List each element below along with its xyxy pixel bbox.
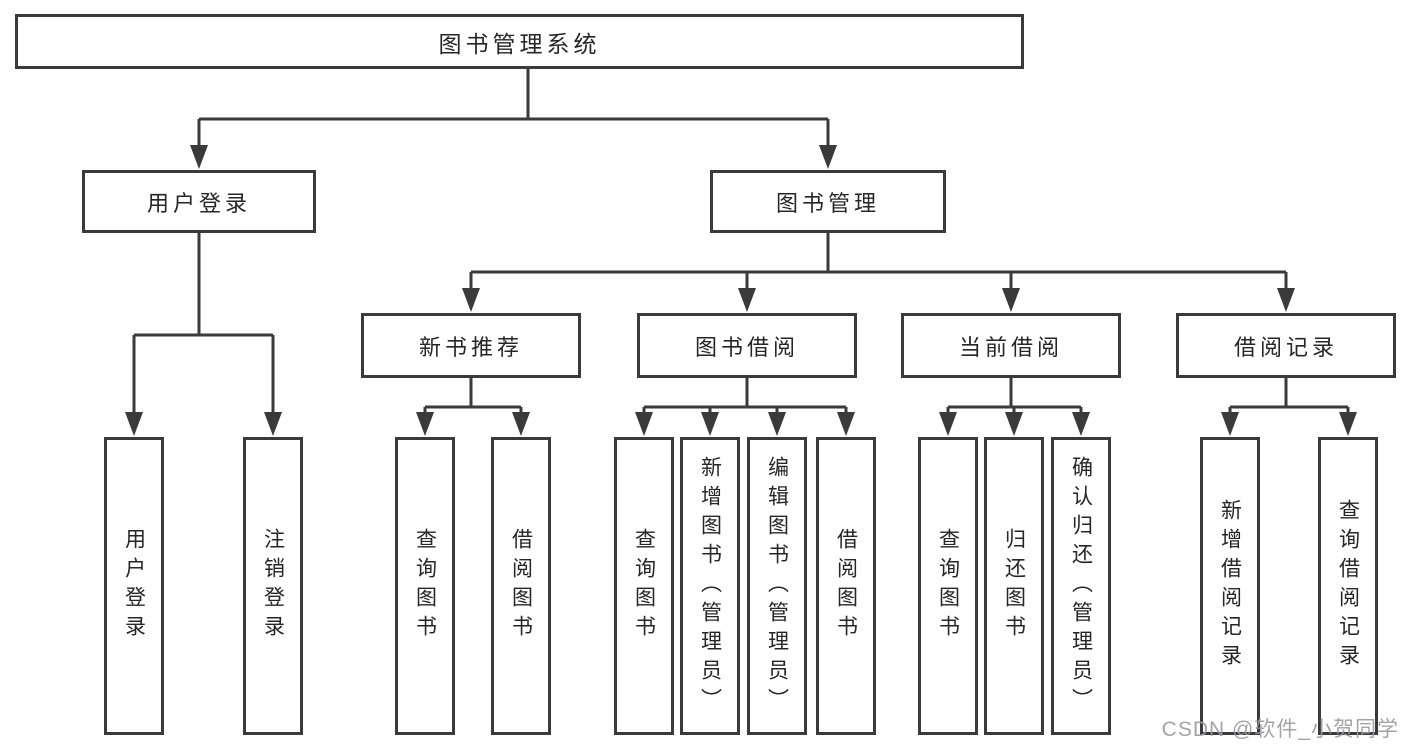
leaf-confirm-return-admin: 确认归还（管理员） [1051, 437, 1111, 735]
node-book-management-label: 图书管理 [775, 190, 880, 216]
node-book-management: 图书管理 [710, 170, 946, 233]
leaf-add-book-admin-label: 新增图书（管理员） [698, 455, 722, 717]
leaf-user-login: 用户登录 [104, 437, 164, 735]
leaf-query-borrow-record: 查询借阅记录 [1318, 437, 1378, 735]
node-user-login: 用户登录 [82, 170, 316, 233]
csdn-watermark: CSDN @软件_小贺同学 [1161, 718, 1399, 741]
leaf-query-books-borrow: 查询图书 [614, 437, 674, 735]
leaf-new-borrow-record-label: 新增借阅记录 [1218, 499, 1242, 673]
leaf-edit-book-admin: 编辑图书（管理员） [747, 437, 807, 735]
leaf-logout-login-label: 注销登录 [261, 528, 285, 644]
leaf-query-books-recommend: 查询图书 [395, 437, 455, 735]
leaf-borrow-books-recommend: 借阅图书 [491, 437, 551, 735]
leaf-logout-login: 注销登录 [243, 437, 303, 735]
leaf-add-book-admin: 新增图书（管理员） [680, 437, 740, 735]
leaf-borrow-books-recommend-label: 借阅图书 [509, 528, 533, 644]
leaf-query-books-borrow-label: 查询图书 [632, 528, 656, 644]
leaf-query-books-current: 查询图书 [918, 437, 978, 735]
node-borrowing-records: 借阅记录 [1176, 313, 1396, 378]
leaf-return-books-label: 归还图书 [1002, 528, 1026, 644]
leaf-borrow-books-borrow-label: 借阅图书 [834, 528, 858, 644]
node-library-system: 图书管理系统 [15, 14, 1024, 69]
node-borrowing-records-label: 借阅记录 [1233, 334, 1338, 360]
node-current-borrowing: 当前借阅 [901, 313, 1121, 378]
node-book-borrowing-label: 图书借阅 [694, 334, 799, 360]
node-book-borrowing: 图书借阅 [637, 313, 857, 378]
leaf-query-borrow-record-label: 查询借阅记录 [1336, 499, 1360, 673]
node-current-borrowing-label: 当前借阅 [958, 334, 1063, 360]
leaf-query-books-recommend-label: 查询图书 [413, 528, 437, 644]
leaf-user-login-label: 用户登录 [122, 528, 146, 644]
leaf-return-books: 归还图书 [984, 437, 1044, 735]
arrowhead-icons [125, 145, 1357, 436]
leaf-new-borrow-record: 新增借阅记录 [1200, 437, 1260, 735]
leaf-edit-book-admin-label: 编辑图书（管理员） [765, 455, 789, 717]
node-user-login-label: 用户登录 [146, 190, 251, 216]
leaf-confirm-return-admin-label: 确认归还（管理员） [1069, 455, 1093, 717]
leaf-borrow-books-borrow: 借阅图书 [816, 437, 876, 735]
node-library-system-label: 图书管理系统 [438, 30, 601, 57]
leaf-query-books-current-label: 查询图书 [936, 528, 960, 644]
node-new-book-recommendation-label: 新书推荐 [418, 334, 523, 360]
node-new-book-recommendation: 新书推荐 [361, 313, 581, 378]
